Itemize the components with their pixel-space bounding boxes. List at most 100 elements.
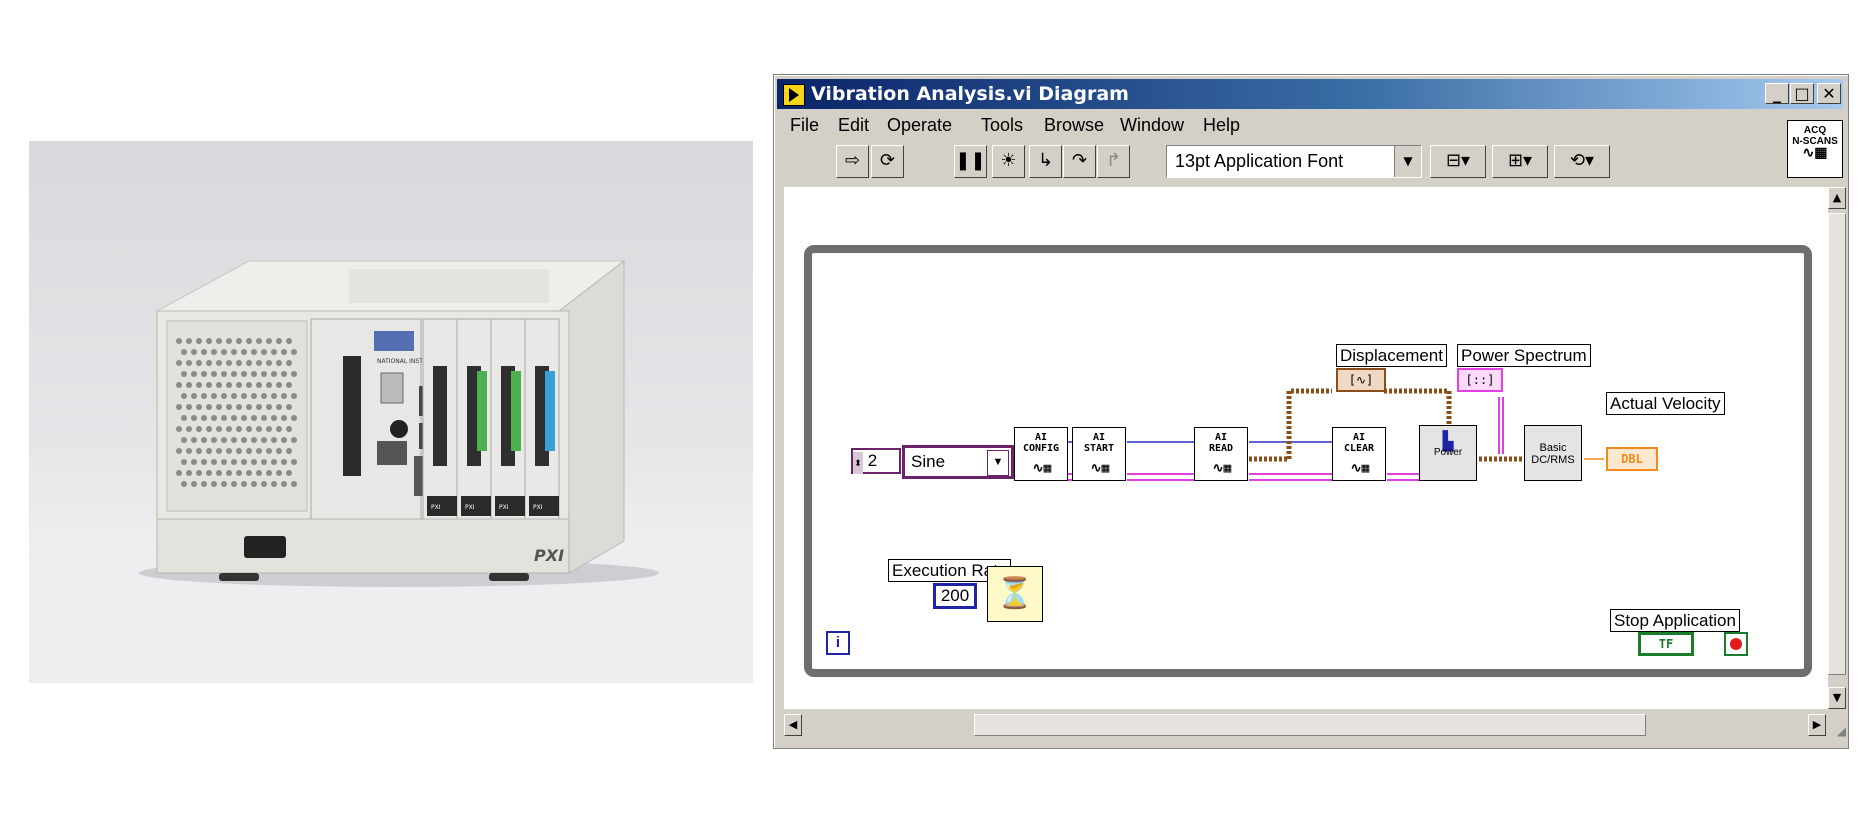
- font-select-value: 13pt Application Font: [1175, 151, 1344, 171]
- vent-hole: [286, 470, 292, 476]
- vent-hole: [246, 382, 252, 388]
- metronome-icon[interactable]: ⏳: [987, 566, 1043, 622]
- vent-hole: [246, 448, 252, 454]
- title-bar[interactable]: Vibration Analysis.vi Diagram _ □ ✕: [777, 79, 1843, 109]
- vent-hole: [211, 481, 217, 487]
- scroll-right-icon[interactable]: ▶: [1808, 714, 1826, 736]
- vent-hole: [236, 360, 242, 366]
- vent-hole: [216, 470, 222, 476]
- vent-hole: [216, 360, 222, 366]
- vi-icon-line2: N-SCANS: [1792, 136, 1838, 147]
- ring-constant-value: Sine: [911, 452, 946, 471]
- vent-hole: [251, 437, 257, 443]
- vent-hole: [266, 404, 272, 410]
- close-button[interactable]: ✕: [1817, 83, 1841, 104]
- vertical-scroll-thumb[interactable]: [1828, 213, 1846, 675]
- vertical-scrollbar[interactable]: ▲ ▼: [1828, 187, 1846, 709]
- loop-condition-terminal[interactable]: [1724, 632, 1748, 656]
- vent-hole: [196, 338, 202, 344]
- vent-hole: [226, 360, 232, 366]
- font-select[interactable]: 13pt Application Font ▼: [1166, 145, 1422, 178]
- vent-hole: [286, 404, 292, 410]
- vent-hole: [191, 459, 197, 465]
- vi-icon[interactable]: ACQ N-SCANS ∿▦: [1787, 120, 1843, 178]
- vent-hole: [216, 448, 222, 454]
- vent-hole: [256, 360, 262, 366]
- displacement-graph-terminal[interactable]: [∿]: [1336, 368, 1386, 392]
- vent-hole: [221, 415, 227, 421]
- scroll-left-icon[interactable]: ◀: [784, 714, 802, 736]
- power-spectrum-graph-terminal[interactable]: [::]: [1457, 368, 1503, 392]
- ai-clear-node[interactable]: AI CLEAR ∿▦: [1332, 427, 1386, 481]
- vent-hole: [206, 360, 212, 366]
- pause-icon[interactable]: ❚❚: [954, 145, 987, 178]
- vent-hole: [276, 338, 282, 344]
- scroll-down-icon[interactable]: ▼: [1828, 687, 1846, 709]
- spectrum-icon: ▙: [1442, 431, 1454, 452]
- vent-hole: [196, 470, 202, 476]
- vent-hole: [261, 481, 267, 487]
- menu-operate[interactable]: Operate: [887, 115, 953, 135]
- menu-browse[interactable]: Browse: [1044, 115, 1105, 135]
- vent-hole: [221, 481, 227, 487]
- step-into-icon[interactable]: ↳: [1029, 145, 1062, 178]
- vent-hole: [276, 470, 282, 476]
- menu-window[interactable]: Window: [1120, 115, 1185, 135]
- while-loop-border[interactable]: [804, 245, 1812, 677]
- ai-start-node[interactable]: AI START ∿▦: [1072, 427, 1126, 481]
- minimize-button[interactable]: _: [1765, 83, 1789, 104]
- vent-hole: [251, 349, 257, 355]
- ai-read-node[interactable]: AI READ ∿▦: [1194, 427, 1248, 481]
- window-title: Vibration Analysis.vi Diagram: [811, 83, 1129, 105]
- vent-hole: [201, 371, 207, 377]
- scroll-up-icon[interactable]: ▲: [1828, 187, 1846, 209]
- ring-constant[interactable]: Sine ▼: [902, 445, 1014, 479]
- horizontal-scrollbar[interactable]: ◀ ▶: [784, 711, 1828, 739]
- maximize-button[interactable]: □: [1790, 83, 1814, 104]
- basic-dc-rms-node[interactable]: Basic DC/RMS: [1524, 425, 1582, 481]
- vent-hole: [206, 404, 212, 410]
- menu-tools[interactable]: Tools: [981, 115, 1024, 135]
- step-over-icon[interactable]: ↷: [1063, 145, 1096, 178]
- menu-file[interactable]: File: [790, 115, 820, 135]
- distribute-objects-icon[interactable]: ⊞▾: [1492, 145, 1548, 178]
- actual-velocity-indicator[interactable]: DBL: [1606, 447, 1658, 471]
- menu-help[interactable]: Help: [1203, 115, 1241, 135]
- resize-grip-icon[interactable]: ◢: [1828, 711, 1846, 739]
- vent-hole: [276, 404, 282, 410]
- ai-config-node[interactable]: AI CONFIG ∿▦: [1014, 427, 1068, 481]
- vent-hole: [286, 448, 292, 454]
- labview-window[interactable]: Vibration Analysis.vi Diagram _ □ ✕ File…: [773, 74, 1849, 749]
- execution-rate-constant[interactable]: 200: [933, 583, 977, 609]
- vent-hole: [186, 448, 192, 454]
- horizontal-scroll-thumb[interactable]: [974, 714, 1646, 736]
- block-diagram-canvas[interactable]: ⬍ 2 Sine ▼ AI CONFIG ∿▦ AI START ∿▦ AI R…: [784, 187, 1828, 709]
- menu-bar: File Edit Operate Tools Browse Window He…: [778, 113, 1778, 139]
- run-continuously-icon[interactable]: ⟳: [871, 145, 904, 178]
- chevron-down-icon[interactable]: ▼: [987, 450, 1009, 476]
- node-label: Basic: [1539, 442, 1567, 454]
- vent-hole: [216, 338, 222, 344]
- run-arrow-icon[interactable]: ⇨: [836, 145, 869, 178]
- stop-application-terminal[interactable]: TF: [1638, 632, 1694, 656]
- waveform-icon: ∿▦: [1802, 144, 1828, 160]
- increment-icon[interactable]: ⬍: [853, 452, 863, 474]
- step-out-icon[interactable]: ↱: [1097, 145, 1130, 178]
- vent-hole: [191, 481, 197, 487]
- dbl-type-label: DBL: [1621, 452, 1643, 466]
- menu-edit[interactable]: Edit: [838, 115, 870, 135]
- chevron-down-icon[interactable]: ▼: [1394, 146, 1421, 177]
- vent-hole: [201, 393, 207, 399]
- daq-icon: ∿▦: [1032, 461, 1052, 476]
- daq-icon: ∿▦: [1212, 461, 1232, 476]
- numeric-constant[interactable]: ⬍ 2: [851, 448, 901, 474]
- vent-hole: [251, 393, 257, 399]
- power-spectrum-node[interactable]: ▙ Power: [1419, 425, 1477, 481]
- loop-iteration-terminal[interactable]: i: [826, 631, 850, 655]
- highlight-execution-icon[interactable]: ☀: [992, 145, 1025, 178]
- align-objects-icon[interactable]: ⊟▾: [1430, 145, 1486, 178]
- node-label: Power: [1433, 447, 1463, 458]
- stop-application-label: Stop Application: [1610, 609, 1740, 632]
- vent-hole: [181, 481, 187, 487]
- reorder-icon[interactable]: ⟲▾: [1554, 145, 1610, 178]
